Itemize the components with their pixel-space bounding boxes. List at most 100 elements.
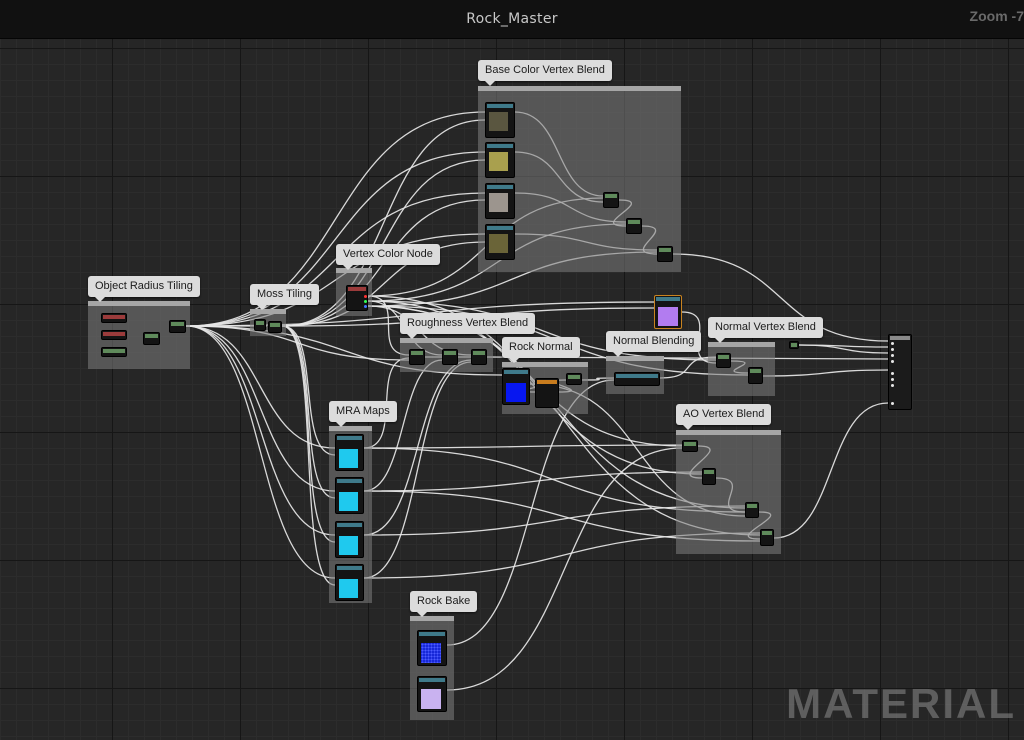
normal-append-node[interactable] [566, 373, 582, 385]
node-header [628, 220, 640, 224]
node-header [487, 226, 513, 230]
comment-box-normal-vertex[interactable] [708, 342, 775, 396]
lerp-node-base-3[interactable] [657, 246, 673, 262]
node-header [487, 104, 513, 108]
texture-sample-mra-2[interactable] [335, 477, 364, 514]
node-header [762, 531, 772, 535]
comment-label-object-radius-tiling[interactable]: Object Radius Tiling [88, 276, 200, 302]
multiply-node[interactable] [169, 320, 186, 333]
comment-label-moss-tiling[interactable]: Moss Tiling [250, 284, 320, 310]
comment-label-ao-vertex[interactable]: AO Vertex Blend [676, 404, 772, 430]
node-header [103, 349, 125, 353]
constant-node-output[interactable] [789, 341, 799, 349]
lerp-node-ao-4[interactable] [760, 529, 774, 546]
constant-node[interactable] [101, 347, 127, 357]
node-header [750, 369, 761, 373]
comment-label-normal-vertex[interactable]: Normal Vertex Blend [708, 317, 823, 343]
input-pin-emissive[interactable] [891, 372, 894, 375]
graph-title-bar: Rock_Master Zoom -7 [0, 0, 1024, 39]
output-pin-red[interactable] [364, 295, 367, 298]
node-header [444, 351, 456, 355]
lerp-node-ao-2[interactable] [702, 468, 716, 485]
node-header [504, 370, 528, 374]
output-pin-blue[interactable] [364, 305, 367, 308]
texture-sample-base-2[interactable] [485, 142, 515, 178]
texture-sample-mra-3[interactable] [335, 521, 364, 558]
blend-angle-corrected-normals-node[interactable] [614, 372, 660, 386]
node-wire [367, 295, 410, 356]
texture-sample-base-1[interactable] [485, 102, 515, 138]
input-pin-metallic[interactable] [891, 348, 894, 351]
comment-label-mra-maps[interactable]: MRA Maps [329, 401, 397, 427]
comment-label-base-color[interactable]: Base Color Vertex Blend [478, 60, 612, 86]
lerp-node-base-2[interactable] [626, 218, 642, 234]
lerp-node-roughness-1[interactable] [409, 349, 425, 365]
lerp-node-normal-1[interactable] [716, 353, 731, 368]
node-wire [446, 447, 683, 691]
lerp-node-roughness-3[interactable] [471, 349, 487, 365]
node-wire [363, 447, 746, 513]
lerp-node-ao-3[interactable] [745, 502, 759, 518]
comment-label-vertex-color[interactable]: Vertex Color Node [336, 244, 440, 270]
lerp-node-ao-1[interactable] [682, 440, 698, 452]
node-header [656, 297, 680, 301]
node-header [171, 322, 184, 326]
node-header [103, 332, 125, 336]
texture-sample-moss-normal[interactable] [654, 295, 682, 329]
lerp-node-roughness-2[interactable] [442, 349, 458, 365]
texture-sample-rock-bake-normal[interactable] [417, 630, 447, 666]
node-wire [773, 402, 889, 539]
input-pin-ambient-occlusion[interactable] [891, 402, 894, 405]
texture-sample-mra-4[interactable] [335, 564, 364, 601]
node-header [537, 380, 557, 384]
output-pin-green[interactable] [364, 300, 367, 303]
node-wire [672, 253, 889, 342]
node-wire [363, 505, 746, 536]
node-wire [281, 159, 486, 327]
vertex-color-node[interactable] [346, 285, 368, 311]
moss-tiling-multiply-node[interactable] [268, 321, 282, 333]
comment-label-rock-bake[interactable]: Rock Bake [410, 591, 478, 617]
node-header [890, 336, 910, 340]
object-radius-node[interactable] [101, 313, 127, 323]
node-header [337, 566, 362, 570]
material-result-node[interactable] [888, 334, 912, 410]
normal-function-node[interactable] [535, 378, 559, 408]
comment-label-roughness[interactable]: Roughness Vertex Blend [400, 313, 536, 339]
texture-preview [489, 112, 508, 131]
input-pin-base-color[interactable] [891, 342, 894, 345]
input-pin-opacity[interactable] [891, 378, 894, 381]
scalar-parameter-node[interactable] [101, 330, 127, 340]
texture-sample-rock-bake-ao[interactable] [417, 676, 447, 712]
node-header [684, 442, 696, 446]
node-header [659, 248, 671, 252]
input-pin-specular[interactable] [891, 354, 894, 357]
texture-sample-mra-1[interactable] [335, 434, 364, 471]
texture-sample-base-4[interactable] [485, 224, 515, 260]
node-wire [581, 377, 615, 381]
comment-label-normal-blending[interactable]: Normal Blending [606, 331, 702, 357]
comment-label-rock-normal[interactable]: Rock Normal [502, 337, 580, 363]
texture-sample-base-3[interactable] [485, 183, 515, 219]
node-header [411, 351, 423, 355]
input-pin-roughness[interactable] [891, 360, 894, 363]
input-pin-normal[interactable] [891, 384, 894, 387]
texture-preview [339, 449, 358, 468]
lerp-node-normal-2[interactable] [748, 367, 763, 384]
texture-preview [421, 689, 441, 709]
node-header [145, 334, 158, 338]
node-wire [281, 325, 336, 499]
texture-sample-rock-normal[interactable] [502, 368, 530, 405]
node-wire [363, 359, 443, 492]
node-wire [281, 241, 486, 327]
node-wire [659, 356, 717, 379]
texture-preview [489, 193, 508, 212]
moss-tiling-param-node[interactable] [254, 319, 266, 331]
divide-node[interactable] [143, 332, 160, 345]
texture-preview [339, 579, 358, 598]
node-header [791, 343, 797, 347]
node-header [568, 375, 580, 379]
texture-preview [506, 383, 526, 402]
lerp-node-base-1[interactable] [603, 192, 619, 208]
